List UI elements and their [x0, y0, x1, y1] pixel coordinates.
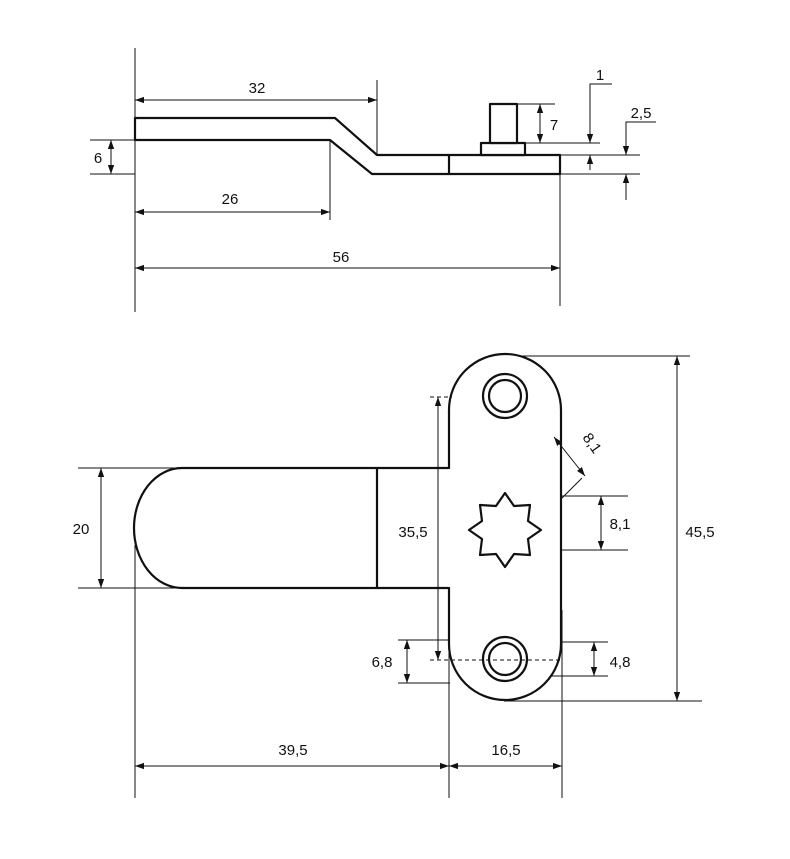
dim-label-20: 20 — [73, 521, 90, 538]
dim-label-7: 7 — [550, 117, 558, 134]
dim-label-6: 6 — [94, 150, 102, 167]
top-hole-inner — [487, 378, 523, 414]
dim-label-35-5: 35,5 — [398, 524, 427, 541]
front-view: 20 35,5 8,1 45,5 8,1 6,8 4,8 39,5 16,5 — [73, 352, 715, 798]
handle-body — [132, 352, 563, 702]
dim-line-8-1-diagonal — [553, 436, 586, 477]
side-view: 32 26 56 6 7 1 2,5 — [90, 48, 656, 312]
top-hole-outer — [481, 372, 529, 420]
plate-profile — [133, 116, 562, 176]
dim-label-6-8: 6,8 — [372, 654, 393, 671]
dim-label-4-8: 4,8 — [610, 654, 631, 671]
dim-label-39-5: 39,5 — [278, 742, 307, 759]
leader-1-top — [586, 83, 612, 143]
dim-label-26: 26 — [222, 191, 239, 208]
pin-collar — [479, 141, 527, 157]
dim-label-8-1-diagonal: 8,1 — [579, 430, 605, 457]
dim-label-8-1-vertical: 8,1 — [610, 516, 631, 533]
bottom-hole-inner — [487, 641, 523, 677]
dim-label-56: 56 — [333, 249, 350, 266]
dim-label-1: 1 — [596, 67, 604, 84]
star-socket — [467, 491, 543, 569]
dim-label-45-5: 45,5 — [685, 524, 714, 541]
pin-body — [488, 102, 519, 145]
dim-label-32: 32 — [249, 80, 266, 97]
bottom-hole-outer — [481, 635, 529, 683]
leader-2-5-top — [622, 121, 656, 155]
dim-label-16-5: 16,5 — [491, 742, 520, 759]
dim-label-2-5: 2,5 — [631, 105, 652, 122]
